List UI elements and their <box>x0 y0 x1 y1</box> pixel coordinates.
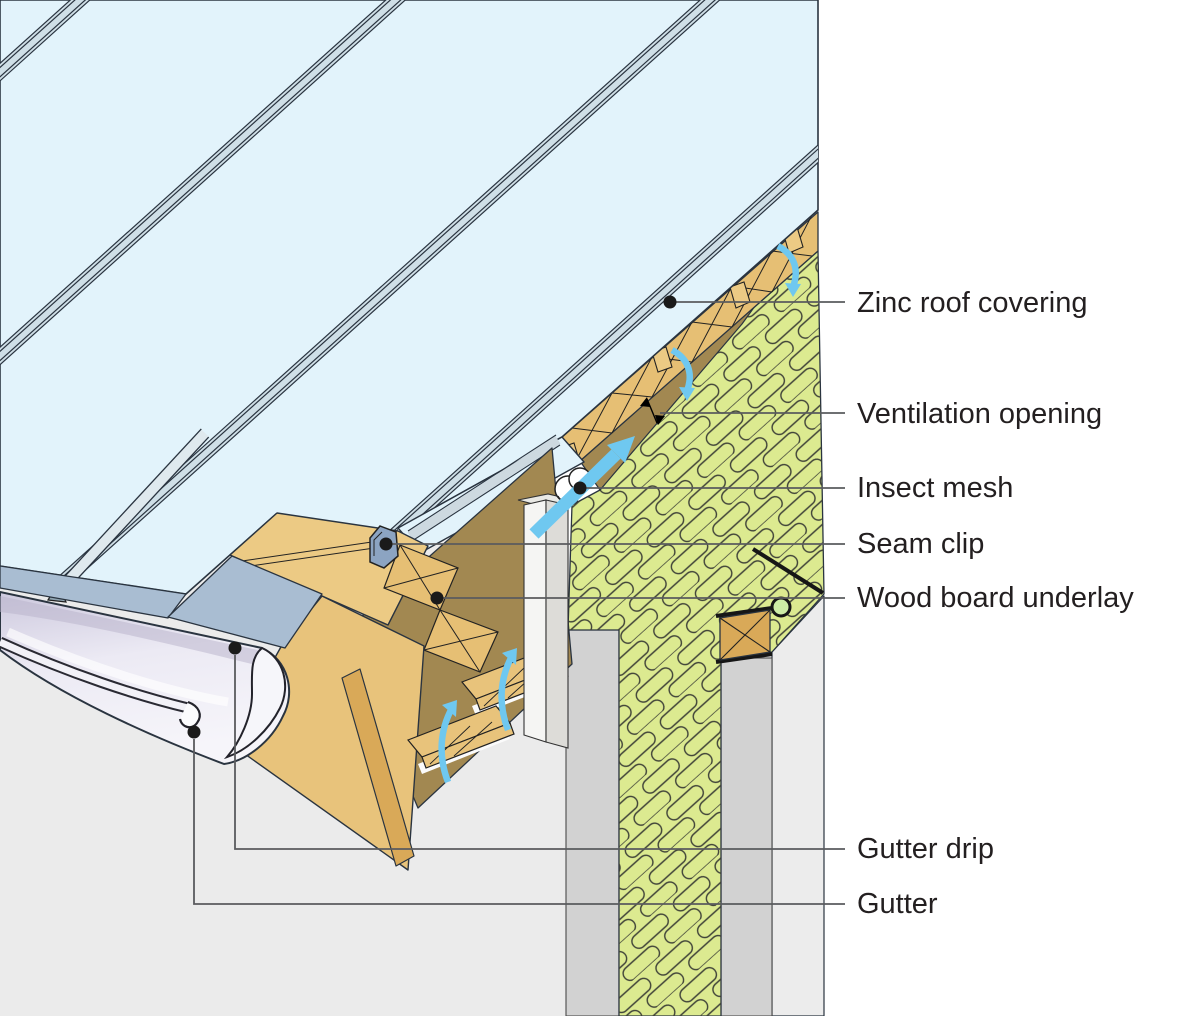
dimension-arrow-icon <box>640 397 665 425</box>
wall-layer-inner <box>565 629 620 1016</box>
label-ventilation-opening: Ventilation opening <box>857 398 1103 430</box>
leader-lines <box>187 295 845 905</box>
soffit-return-plane <box>771 595 825 1016</box>
membrane-roll <box>770 596 792 618</box>
airflow-arrow-icon <box>776 243 801 297</box>
airflow-arrow-icon <box>529 436 635 539</box>
airflow-arrow-icon <box>438 700 457 784</box>
wall-post <box>517 493 579 749</box>
airflow-arrows <box>438 243 801 784</box>
airflow-arrow-icon <box>498 648 517 732</box>
label-gutter: Gutter <box>857 888 938 920</box>
label-seam-clip: Seam clip <box>857 528 985 560</box>
label-wood-board-underlay: Wood board underlay <box>857 582 1134 614</box>
seam-band <box>345 0 818 581</box>
gutter-end-profile <box>223 646 287 760</box>
seam-band <box>0 0 205 541</box>
wall-layer-outer <box>720 657 773 1016</box>
fascia-batten-strip <box>341 668 415 867</box>
zinc-roof-plane <box>0 0 819 603</box>
label-gutter-drip: Gutter drip <box>857 833 994 865</box>
airflow-arrow-icon <box>670 347 695 401</box>
gutter-bead-hook <box>178 700 201 729</box>
membrane-lines <box>715 547 825 664</box>
gutter-drip-flashing <box>0 555 323 649</box>
seam-band <box>0 0 505 541</box>
wall-section <box>565 595 825 1016</box>
gutter-body <box>0 591 291 765</box>
label-zinc-roof-covering: Zinc roof covering <box>857 287 1088 319</box>
leader-dot <box>187 295 677 739</box>
label-insect-mesh: Insect mesh <box>857 472 1014 504</box>
